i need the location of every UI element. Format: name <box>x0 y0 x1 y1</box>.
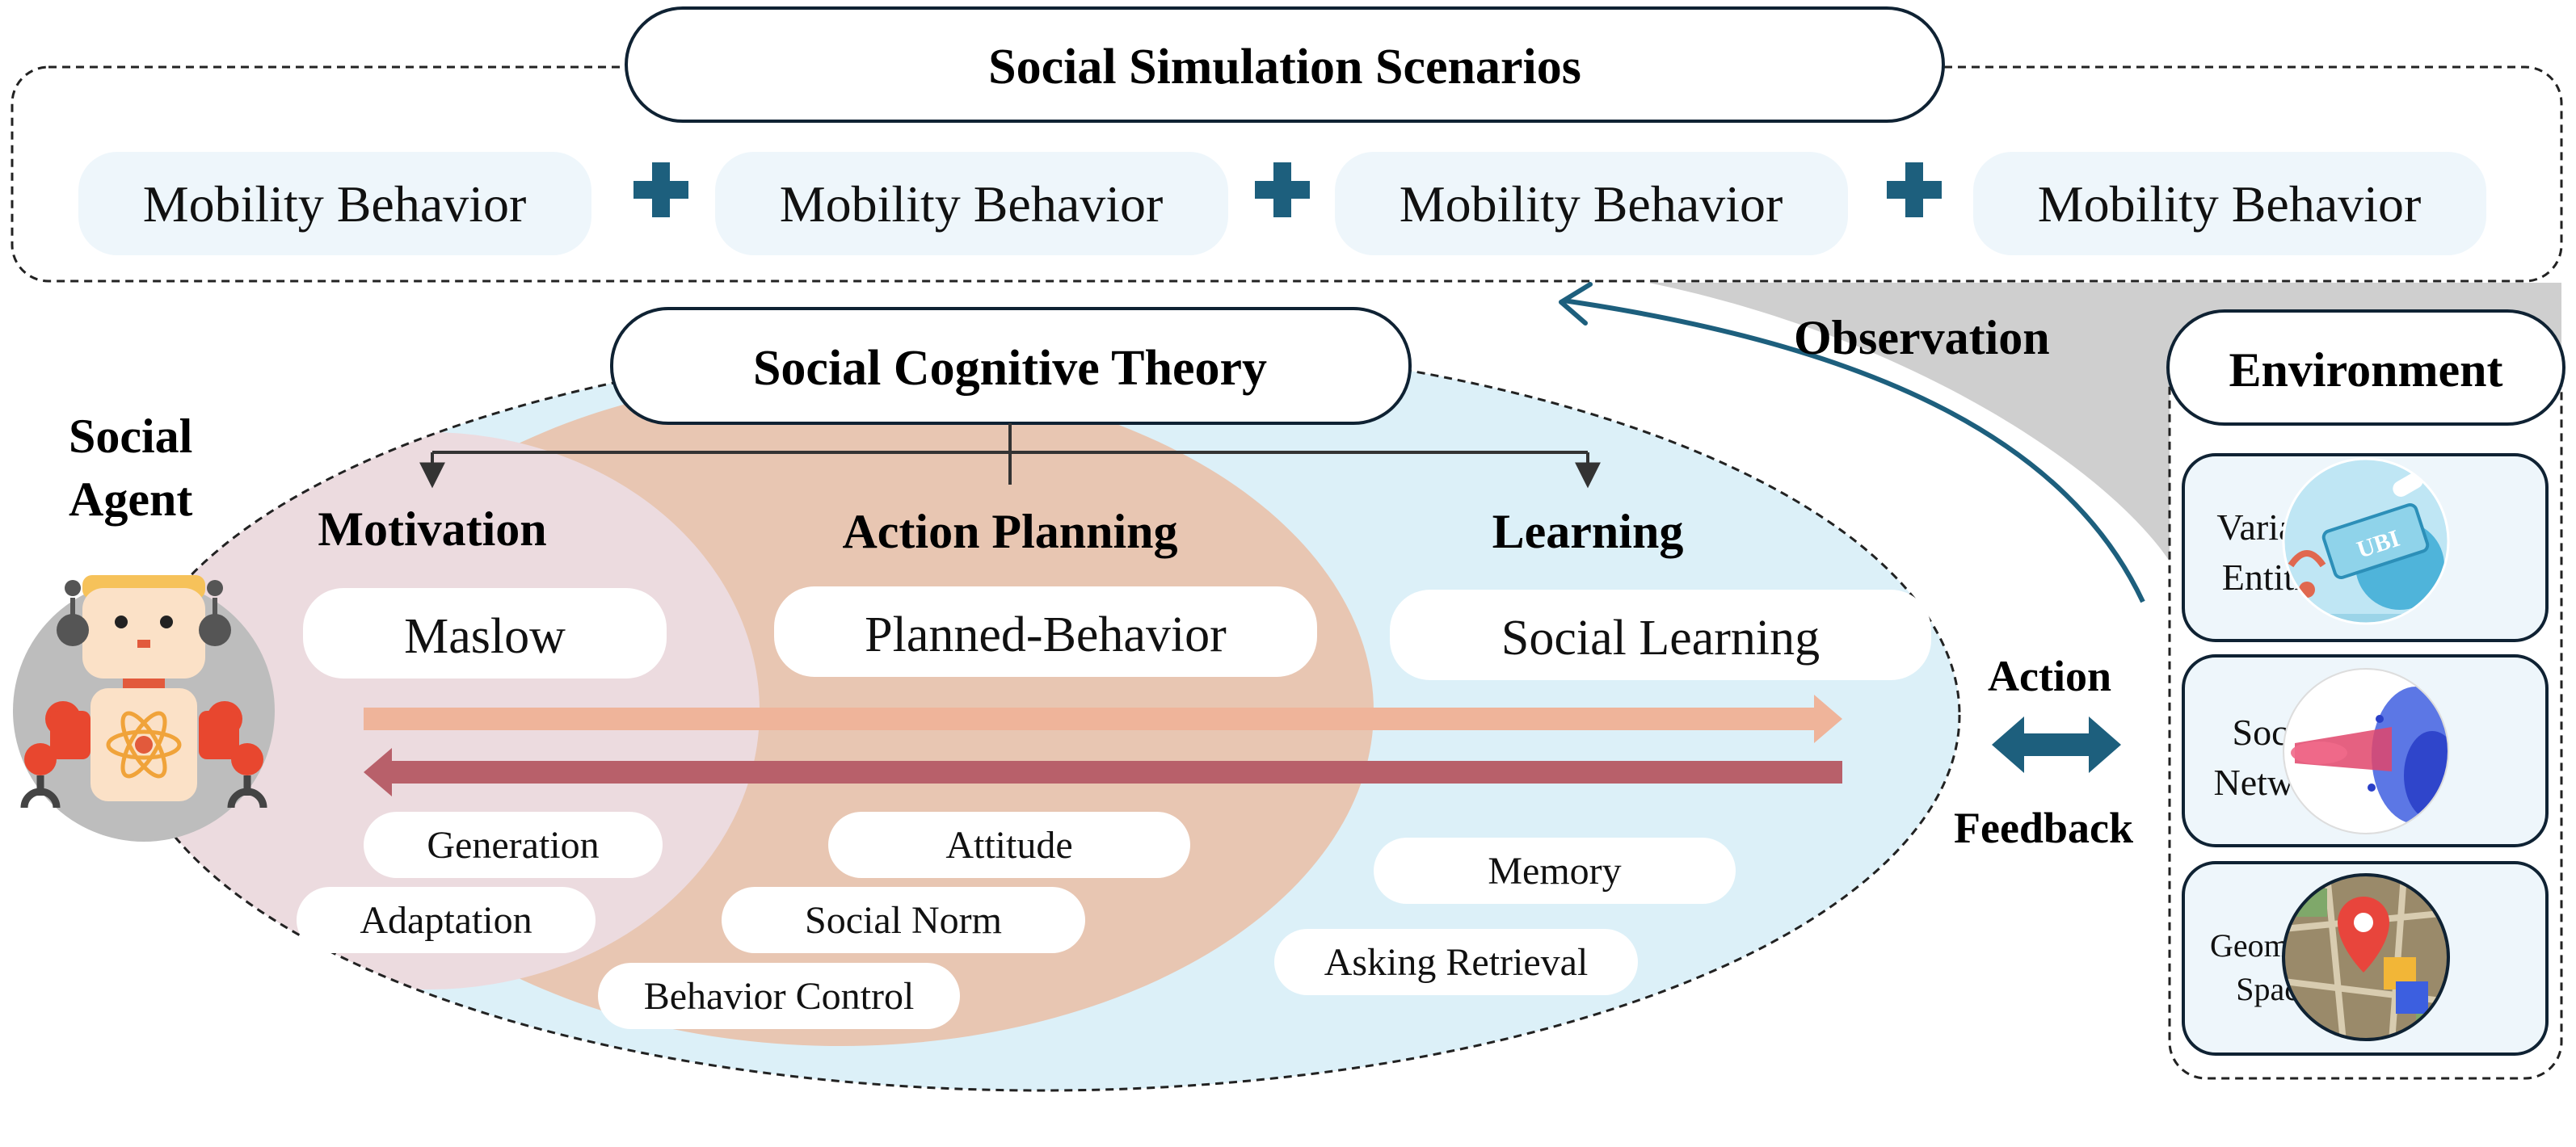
item-pill-behavior-control[interactable] <box>598 963 960 1029</box>
model-label-maslow: Maslow <box>404 609 566 664</box>
scenario-label-4: Mobility Behavior <box>2038 175 2422 233</box>
model-pill-planned-behavior[interactable] <box>774 586 1317 677</box>
scenario-label-1: Mobility Behavior <box>143 175 527 233</box>
env-card-3-circle <box>2282 873 2450 1041</box>
item-pill-adaptation[interactable] <box>297 887 596 953</box>
scenarios-title-box <box>625 6 1945 123</box>
scenario-pill-3[interactable] <box>1335 152 1848 255</box>
item-label-generation: Generation <box>427 824 599 867</box>
scenario-list: Mobility Behavior Mobility Behavior Mobi… <box>78 152 2486 255</box>
item-pill-social-norm[interactable] <box>722 887 1085 953</box>
item-label-asking-retrieval: Asking Retrieval <box>1324 941 1589 984</box>
agent-label-line2: Agent <box>69 473 192 526</box>
environment-title-box <box>2166 309 2565 426</box>
item-pill-attitude[interactable] <box>828 812 1190 878</box>
model-label-social-learning: Social Learning <box>1501 611 1820 666</box>
column-heading-action-planning: Action Planning <box>842 505 1177 558</box>
observation-label: Observation <box>1794 311 2050 364</box>
model-pill-maslow[interactable] <box>303 588 667 679</box>
item-pill-generation[interactable] <box>364 812 663 878</box>
observation-arrow-head <box>1559 282 1593 326</box>
robot-avatar <box>13 575 275 842</box>
action-label: Action <box>1988 652 2111 700</box>
network-graph-icon <box>2283 669 2448 834</box>
scenarios-title: Social Simulation Scenarios <box>988 40 1581 95</box>
scenario-pill-4[interactable] <box>1973 152 2486 255</box>
scenario-label-2: Mobility Behavior <box>780 175 1164 233</box>
scenario-pill-2[interactable] <box>715 152 1228 255</box>
agent-label-line1: Social <box>69 410 192 463</box>
plus-icon-1 <box>633 162 688 217</box>
item-pill-asking-retrieval[interactable] <box>1274 929 1638 995</box>
item-label-attitude: Attitude <box>945 824 1072 867</box>
backward-process-arrow <box>364 748 1842 796</box>
scenario-pill-1[interactable] <box>78 152 591 255</box>
item-label-behavior-control: Behavior Control <box>644 975 915 1018</box>
scenario-label-3: Mobility Behavior <box>1400 175 1783 233</box>
column-heading-motivation: Motivation <box>318 502 546 556</box>
action-feedback-arrow-icon <box>1992 716 2121 773</box>
feedback-label: Feedback <box>1954 804 2133 852</box>
plus-icon-3 <box>1887 162 1942 217</box>
theory-tree-connector <box>419 423 1601 489</box>
theory-title: Social Cognitive Theory <box>753 341 1267 396</box>
item-label-social-norm: Social Norm <box>805 899 1002 942</box>
env-card-1-circle <box>2282 457 2450 625</box>
env-card-2-circle <box>2283 668 2449 834</box>
environment-title: Environment <box>2229 343 2503 397</box>
item-label-adaptation: Adaptation <box>360 899 532 942</box>
item-label-memory: Memory <box>1488 850 1621 893</box>
model-label-planned-behavior: Planned-Behavior <box>865 607 1227 662</box>
observation-arrow <box>1563 298 2145 603</box>
forward-process-arrow <box>364 695 1842 743</box>
model-pill-social-learning[interactable] <box>1390 590 1931 680</box>
column-heading-learning: Learning <box>1492 505 1684 558</box>
item-pill-memory[interactable] <box>1374 838 1736 904</box>
plus-icon-2 <box>1255 162 1310 217</box>
